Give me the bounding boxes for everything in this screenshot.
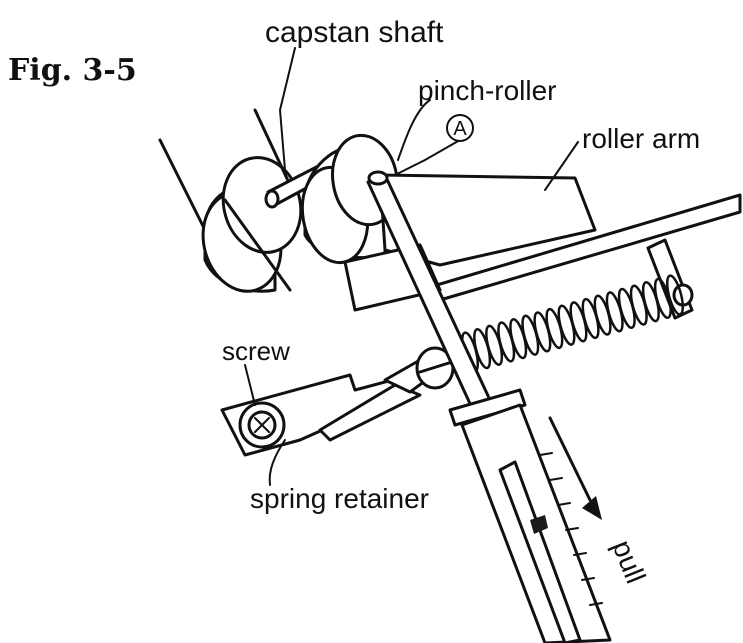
pinch-roller-label: pinch-roller: [418, 75, 557, 106]
capstan-cylinder: [201, 156, 303, 293]
roller-arm-label: roller arm: [582, 123, 700, 154]
spring-scale: [448, 388, 612, 643]
figure-number: Fig. 3-5: [8, 53, 137, 88]
spring-coil: [665, 274, 685, 316]
capstan-shaft-label: capstan shaft: [265, 16, 444, 49]
marker-a: A: [446, 114, 474, 142]
pull-label: pull: [606, 536, 651, 588]
marker-a-label: A: [453, 118, 467, 140]
leader-lines: [244, 47, 579, 486]
screw-label: screw: [222, 336, 290, 366]
pull-arrow: [548, 416, 602, 520]
spring-retainer-label: spring retainer: [250, 483, 429, 514]
coil-spring: [460, 274, 685, 373]
screw-head: [238, 401, 286, 449]
